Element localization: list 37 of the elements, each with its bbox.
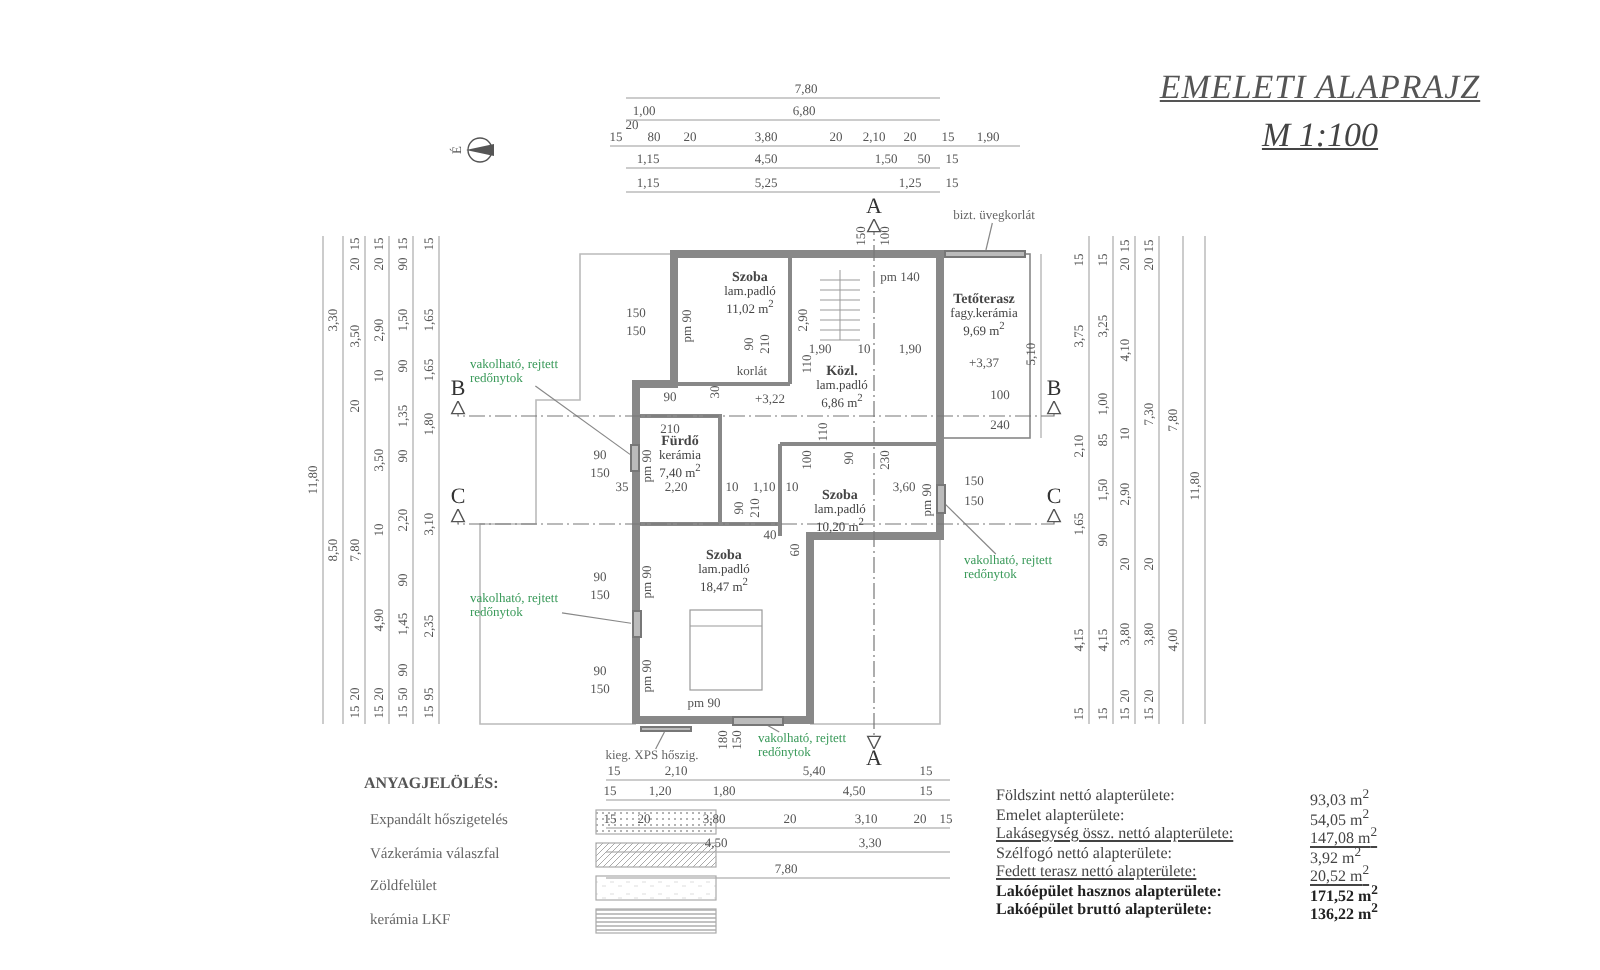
window-symbol (630, 444, 640, 472)
section-letter: A (866, 749, 882, 771)
section-letter: A (866, 197, 882, 219)
window-symbol (732, 715, 784, 725)
section-letter: B (450, 379, 466, 401)
leader-line (985, 222, 993, 251)
area-label: Emelet alapterülete: (996, 805, 1125, 823)
leader-line (766, 724, 780, 733)
area-value: 147,08 m$^{2}$ (1310, 826, 1378, 848)
area-value: 20,52 m$^{2}$ (1310, 864, 1370, 886)
area-label: Fedett terasz nettó alapterülete: (996, 862, 1197, 880)
scale-label: M 1:100 (1261, 118, 1379, 154)
legend-heading: ANYAGJELÖLÉS: (364, 776, 499, 790)
section-line (451, 400, 1061, 417)
insulation-strip (640, 726, 692, 732)
section-letter: B (1046, 379, 1062, 401)
area-value: 54,05 m$^{2}$ (1310, 807, 1370, 829)
diagram-title: EMELETI ALAPRAJZ (1159, 70, 1481, 106)
window-symbol (935, 484, 945, 514)
area-value: 171,52 m$^{2}$ (1310, 883, 1378, 905)
railing-bar (944, 250, 1026, 258)
section-line (867, 218, 881, 750)
section-line (451, 508, 1061, 525)
window-symbol (631, 610, 641, 638)
area-value: 136,22 m$^{2}$ (1310, 902, 1378, 924)
area-value: 93,03 m$^{2}$ (1310, 786, 1370, 810)
area-label: Lakóépület hasznos alapterülete: (996, 881, 1222, 899)
leader-line (561, 612, 632, 624)
area-label: Lakásegység össz. nettó alapterülete: (996, 824, 1234, 842)
area-label: Földszint nettó alapterülete: (996, 786, 1175, 804)
area-label: Szélfogó nettó alapterülete: (996, 843, 1172, 861)
section-letter: C (450, 487, 466, 509)
section-letter: C (1046, 487, 1062, 509)
leader-line (534, 385, 631, 455)
leader-line (944, 503, 997, 555)
area-label: Lakóépület bruttó alapterülete: (996, 900, 1212, 918)
leader-line (655, 731, 666, 750)
